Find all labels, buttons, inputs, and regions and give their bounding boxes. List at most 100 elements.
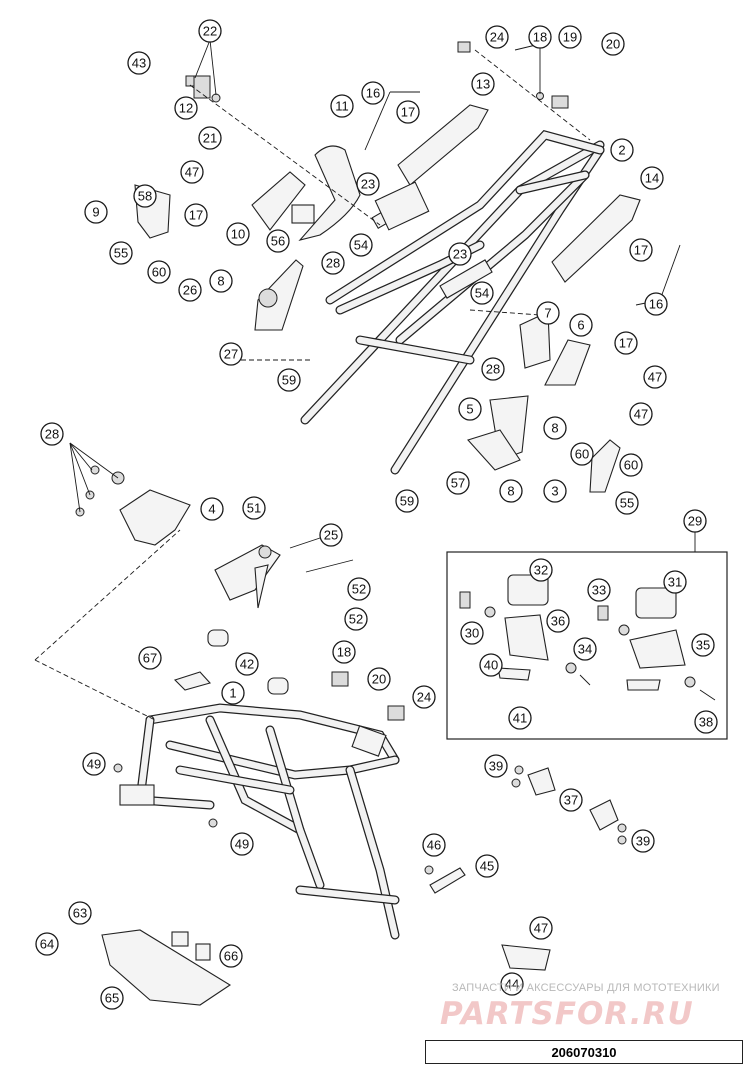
svg-text:44: 44: [505, 977, 519, 992]
callout-67: 67: [138, 646, 162, 670]
svg-text:2: 2: [618, 143, 625, 158]
svg-text:31: 31: [668, 575, 682, 590]
callout-18b: 18: [332, 640, 356, 664]
svg-text:12: 12: [179, 101, 193, 116]
svg-text:35: 35: [696, 638, 710, 653]
kit-29-box: [446, 551, 728, 740]
callout-1: 1: [221, 681, 245, 705]
svg-text:56: 56: [271, 234, 285, 249]
rear-subframe: [300, 129, 605, 475]
svg-text:30: 30: [465, 626, 479, 641]
svg-text:13: 13: [476, 77, 490, 92]
callout-54b: 28: [481, 357, 505, 381]
callout-24b: 24: [412, 685, 436, 709]
svg-text:24: 24: [417, 690, 431, 705]
side-brackets-right: [467, 194, 641, 493]
callout-55b: 60: [570, 442, 594, 466]
callout-23b: 23: [448, 242, 472, 266]
callout-59: 9: [84, 200, 108, 224]
svg-text:5: 5: [466, 402, 473, 417]
callout-66: 66: [219, 944, 243, 968]
svg-text:23: 23: [453, 247, 467, 262]
callout-5: 57: [446, 471, 470, 495]
callout-34: 34: [573, 637, 597, 661]
callout-11: 11: [330, 94, 354, 118]
svg-text:40: 40: [484, 658, 498, 673]
svg-text:16: 16: [366, 86, 380, 101]
svg-text:32: 32: [534, 563, 548, 578]
callout-20b: 20: [367, 667, 391, 691]
callout-33: 33: [587, 578, 611, 602]
callout-13: 13: [471, 72, 495, 96]
svg-text:54: 54: [475, 286, 489, 301]
callout-47d: 47: [529, 916, 553, 940]
svg-text:67: 67: [143, 651, 157, 666]
callout-32: 32: [529, 558, 553, 582]
callout-63: 63: [68, 901, 92, 925]
callout-25: 52: [347, 577, 371, 601]
callout-36: 36: [546, 609, 570, 633]
svg-text:28: 28: [45, 427, 59, 442]
callout-6: 27: [219, 342, 243, 366]
callout-28: 8: [209, 269, 233, 293]
svg-text:7: 7: [544, 306, 551, 321]
svg-text:4: 4: [208, 502, 215, 517]
svg-text:8: 8: [507, 484, 514, 499]
callout-3: 4: [200, 497, 224, 521]
callout-44: 44: [500, 972, 524, 996]
callout-27b: 59: [395, 489, 419, 513]
svg-text:39: 39: [636, 834, 650, 849]
svg-text:55: 55: [114, 246, 128, 261]
callout-47b: 47: [643, 365, 667, 389]
callout-42: 42: [235, 652, 259, 676]
svg-text:57: 57: [451, 476, 465, 491]
callout-18: 18: [528, 25, 552, 49]
svg-text:60: 60: [624, 458, 638, 473]
callout-4: 51: [242, 496, 266, 520]
main-frame: [119, 703, 400, 940]
svg-text:34: 34: [578, 642, 592, 657]
svg-text:65: 65: [105, 991, 119, 1006]
callout-26: 54: [349, 233, 373, 257]
svg-text:59: 59: [400, 494, 414, 509]
callout-49: 49: [82, 752, 106, 776]
svg-text:63: 63: [73, 906, 87, 921]
svg-text:16: 16: [649, 297, 663, 312]
svg-text:47: 47: [634, 407, 648, 422]
callout-23: 23: [356, 172, 380, 196]
bracket-44: [501, 944, 551, 971]
callout-55: 60: [147, 260, 171, 284]
callout-60: 26: [178, 278, 202, 302]
chain-guard-45: [429, 867, 466, 894]
kit-29-parts: [459, 574, 716, 701]
svg-text:26: 26: [183, 283, 197, 298]
svg-text:38: 38: [699, 715, 713, 730]
callout-30: 30: [460, 621, 484, 645]
callout-16: 16: [361, 81, 385, 105]
callout-46: 46: [422, 833, 446, 857]
svg-text:59: 59: [282, 373, 296, 388]
svg-text:45: 45: [480, 859, 494, 874]
callout-54: 28: [321, 251, 345, 275]
svg-text:55: 55: [620, 496, 634, 511]
svg-text:17: 17: [189, 208, 203, 223]
svg-text:18: 18: [337, 645, 351, 660]
svg-text:23: 23: [361, 177, 375, 192]
callout-12: 12: [174, 96, 198, 120]
svg-text:14: 14: [645, 171, 659, 186]
svg-text:39: 39: [489, 759, 503, 774]
svg-text:17: 17: [634, 243, 648, 258]
svg-text:9: 9: [92, 205, 99, 220]
callout-16b: 16: [644, 292, 668, 316]
svg-text:54: 54: [354, 238, 368, 253]
callout-37: 37: [559, 788, 583, 812]
callout-56: 55: [109, 241, 133, 265]
callout-52: 52: [344, 607, 368, 631]
callout-35: 35: [691, 633, 715, 657]
callout-14: 14: [640, 166, 664, 190]
callout-17: 17: [396, 100, 420, 124]
svg-text:41: 41: [513, 711, 527, 726]
svg-text:20: 20: [372, 672, 386, 687]
callout-59b: 5: [458, 397, 482, 421]
callout-56b: 55: [615, 491, 639, 515]
